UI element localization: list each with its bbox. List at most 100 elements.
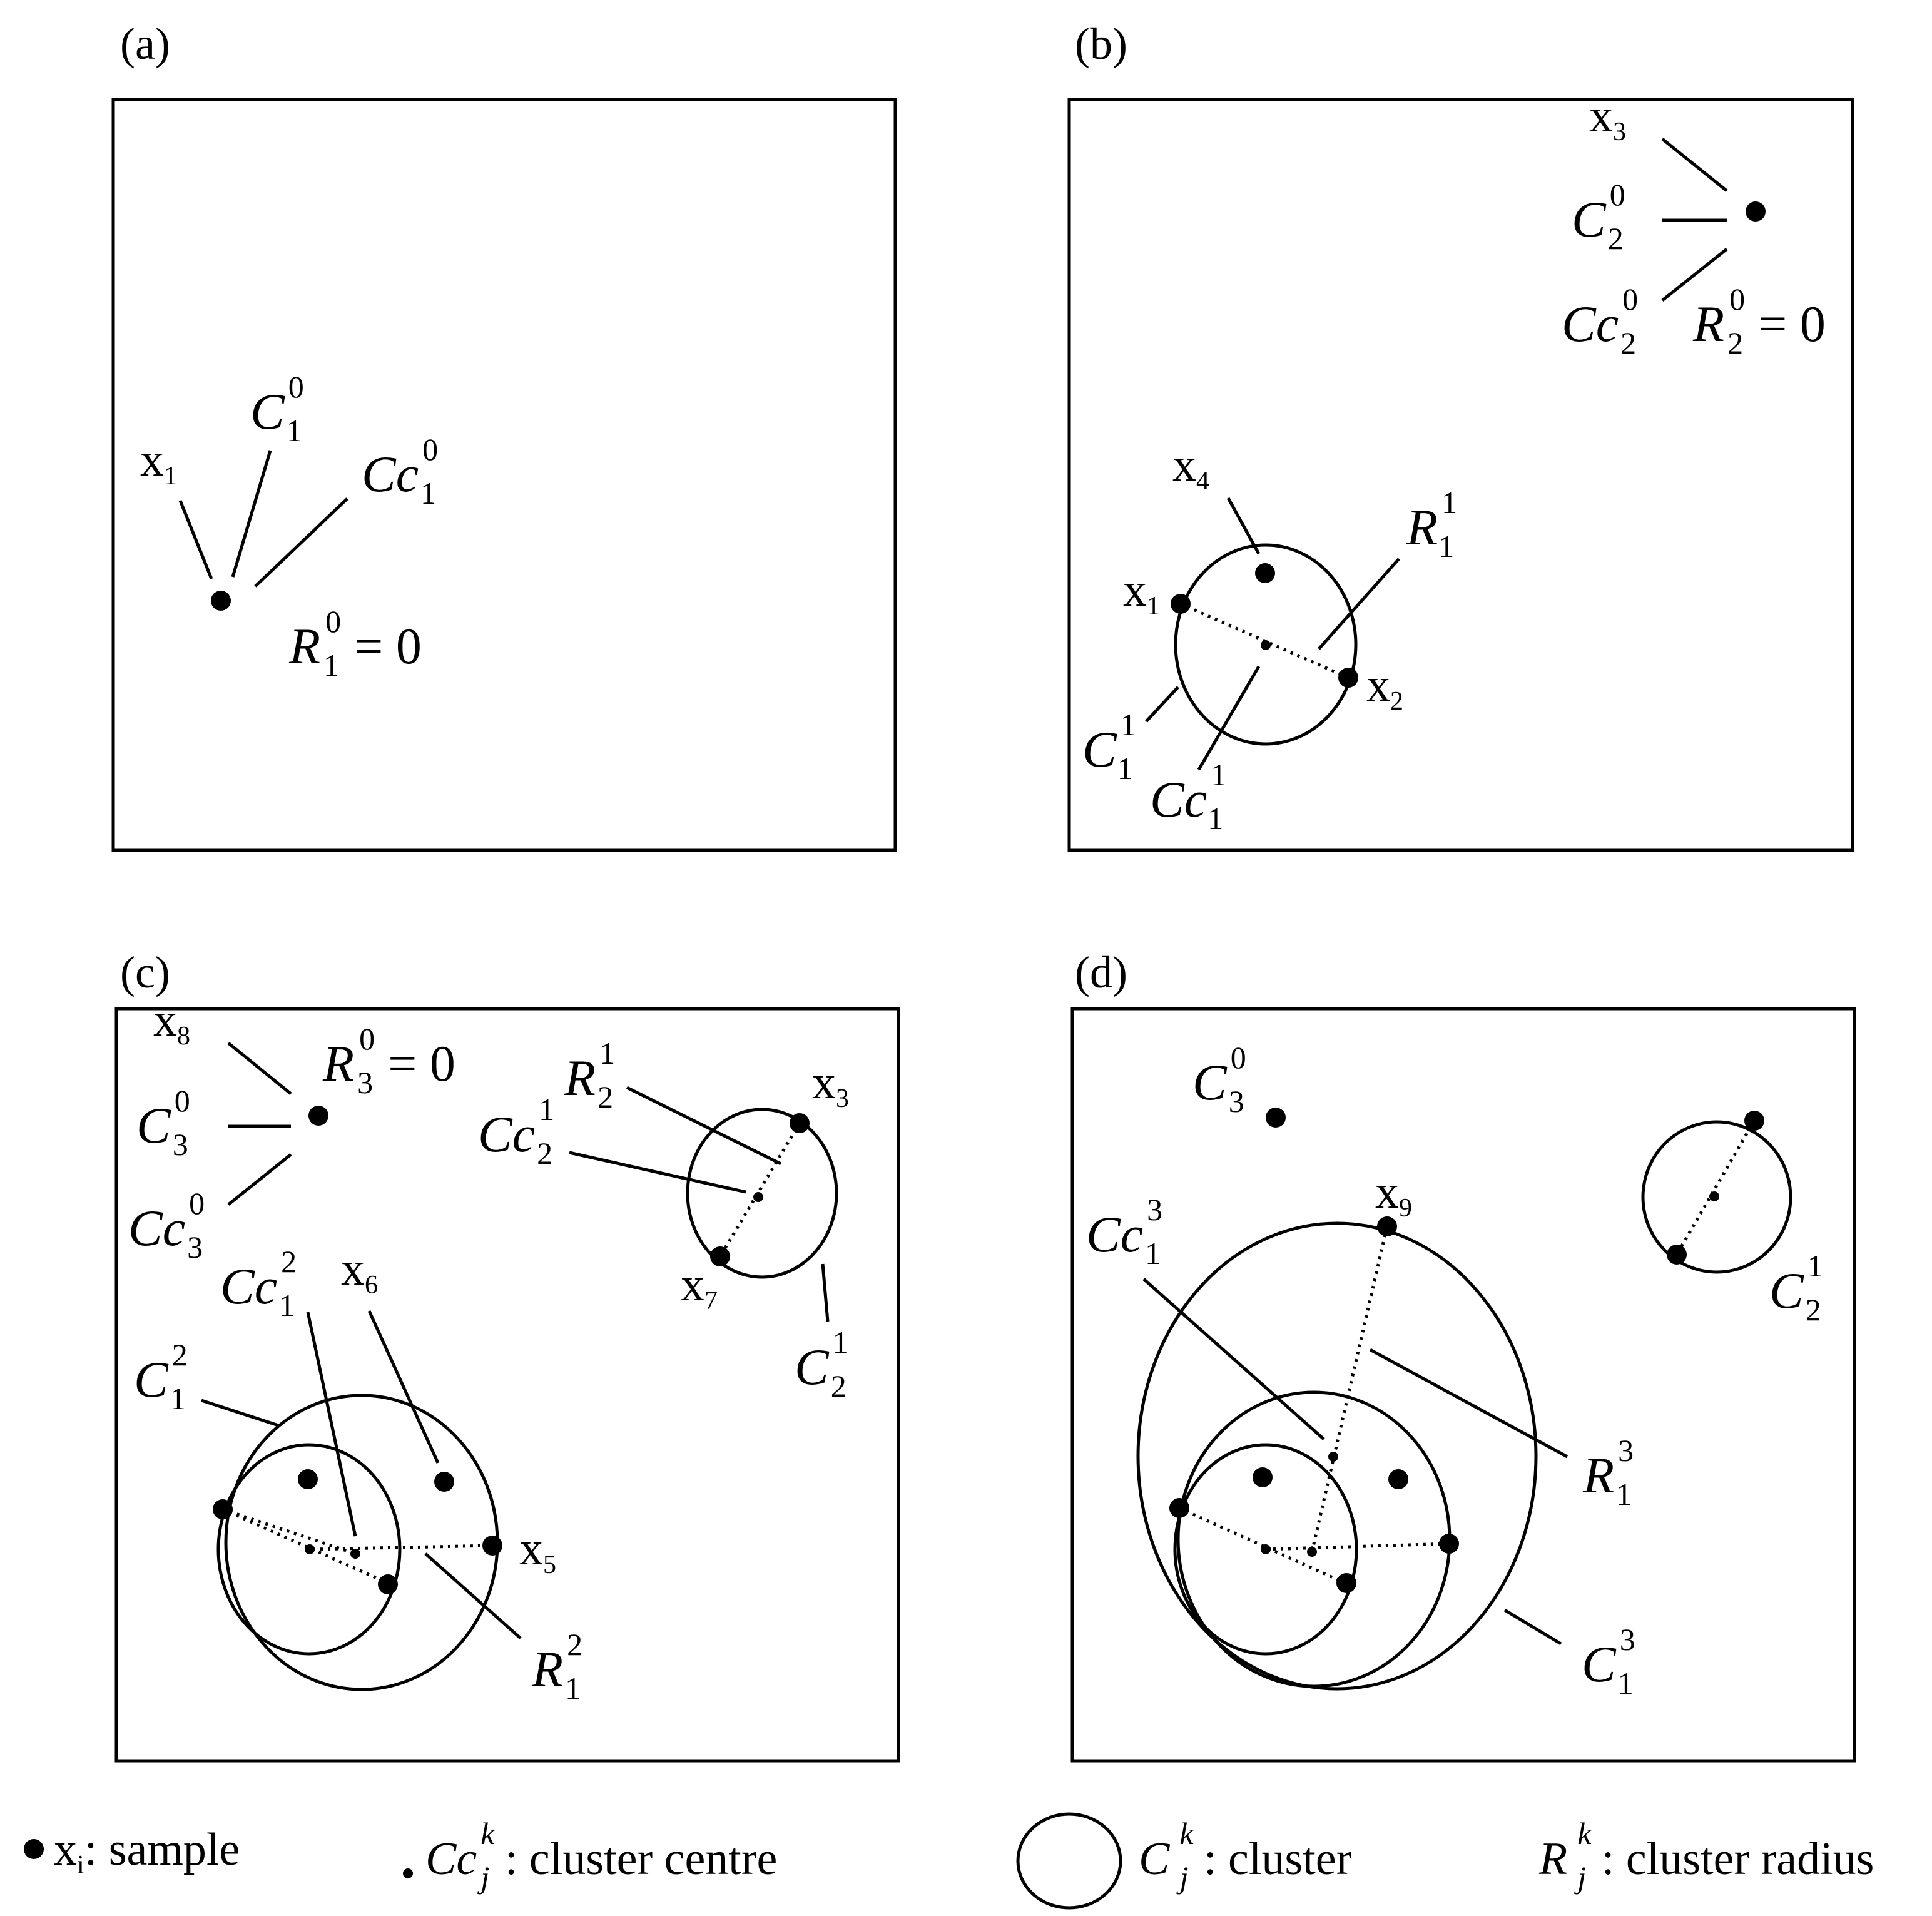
label-x3: x3 [812, 1056, 849, 1113]
cluster-C1-2 [224, 1394, 499, 1691]
sample-x8 [308, 1106, 328, 1126]
radius-R1-3 [1310, 1226, 1389, 1552]
leader-C1-3 [1503, 1608, 1562, 1646]
cluster-C1-1-inner [1173, 1443, 1358, 1656]
panel-a-label: (a) [120, 19, 170, 69]
leader-Cc1-2 [306, 1312, 357, 1537]
legend-sample: xi: sample [24, 1824, 240, 1880]
sample-x3 [1746, 201, 1766, 222]
leader-C2-1 [821, 1263, 830, 1322]
leader-x8 [227, 1042, 292, 1095]
leader-Cc2-1 [569, 1151, 746, 1194]
sample-lower-right [1667, 1245, 1687, 1265]
panel-d-label: (d) [1075, 947, 1127, 997]
panel-c-label: (c) [120, 947, 170, 997]
radius-R2-1 [718, 1122, 801, 1258]
legend-sample-text: xi: sample [54, 1824, 240, 1880]
cluster-C2-1 [1641, 1120, 1792, 1274]
radius-R1-2 [222, 1507, 356, 1556]
sample-x1 [211, 591, 231, 611]
panel-b-label: (b) [1075, 19, 1127, 69]
sample-x2 [1338, 668, 1358, 688]
leader-x3 [1661, 138, 1728, 192]
leader-x1 [178, 500, 213, 579]
sample-x5 [1439, 1534, 1459, 1554]
sample-x3 [790, 1113, 810, 1133]
panel-a-frame [111, 98, 897, 852]
leader-R1-3 [1369, 1348, 1568, 1459]
sample-C3-0 [1266, 1108, 1286, 1128]
centre-Cc2-1 [753, 1192, 763, 1202]
radius-R1-1 [221, 1507, 389, 1585]
label-x8: x8 [153, 994, 190, 1051]
leader-R1-2 [424, 1552, 522, 1639]
cluster-C2-1 [686, 1108, 838, 1279]
centre-Cc1-1 [1261, 640, 1271, 650]
radius-R1-2 [1265, 1542, 1450, 1551]
leader-Cc2-0 [1661, 248, 1728, 302]
label-x3: x3 [1589, 89, 1626, 146]
leader-C1-2 [201, 1399, 279, 1427]
centre-Cc1-3 [1328, 1452, 1338, 1462]
centre-Cc1-1-inner [305, 1544, 315, 1554]
centre-Cc2-1 [1709, 1191, 1719, 1201]
sample-x1 [1171, 594, 1191, 614]
label-x6: x6 [341, 1243, 378, 1300]
sample-left [213, 1499, 233, 1519]
sample-upper-left [298, 1469, 318, 1489]
legend-cluster-circle [1016, 1812, 1122, 1910]
leader-R1-1 [1318, 558, 1400, 650]
sample-x6 [434, 1472, 454, 1492]
label-x4: x4 [1172, 439, 1209, 496]
panel-b-frame [1067, 98, 1854, 852]
leader-x4 [1226, 497, 1261, 555]
leader-R2-1 [626, 1086, 782, 1166]
radius-to-x5 [312, 1544, 492, 1551]
label-x5: x5 [519, 1522, 556, 1579]
leader-x6 [367, 1310, 440, 1464]
centre-Cc1-2 [1307, 1547, 1317, 1557]
cluster-C1-1 [1174, 543, 1358, 746]
sample-upper-right [1744, 1111, 1764, 1131]
leader-C1-1 [1145, 686, 1179, 723]
sample-lower [1336, 1573, 1356, 1593]
sample-x7 [710, 1246, 730, 1266]
label-x7: x7 [681, 1258, 718, 1315]
panel-d-frame [1070, 1007, 1856, 1763]
sample-x4 [1255, 563, 1275, 583]
cluster-C1-1-inner [216, 1443, 402, 1656]
leader-Cc3-0 [227, 1153, 292, 1206]
legend-centre-dot [403, 1868, 413, 1878]
centre-Cc1-1-inner [1261, 1544, 1271, 1554]
